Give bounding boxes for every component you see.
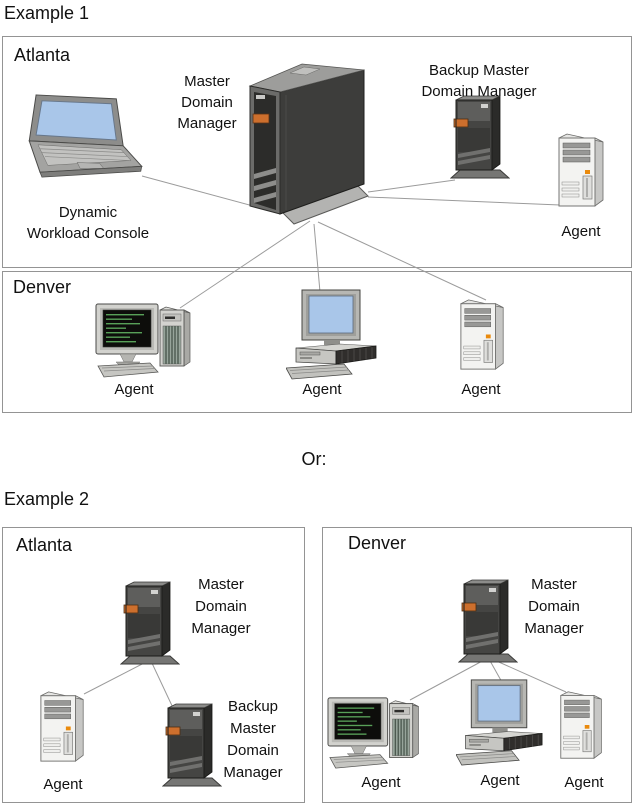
dynamic-workload-console-node <box>26 92 144 182</box>
label-line: Master <box>184 73 230 90</box>
example1-master-domain-manager-node <box>246 62 370 232</box>
label-line: Master <box>198 576 244 593</box>
tower-pc-icon <box>558 688 606 762</box>
label-line: Backup Master <box>428 62 530 79</box>
tower-pc-icon <box>556 130 608 210</box>
example1-denver-agent2-node <box>286 288 378 380</box>
example2-atlanta-master-label: Master Domain Manager <box>171 574 271 640</box>
label-line: Backup <box>227 698 279 715</box>
example2-denver-agent3-node <box>558 688 606 762</box>
tower-pc-icon <box>458 296 508 373</box>
example2-denver-agent1-node <box>326 694 432 771</box>
tower-server-icon <box>450 92 510 184</box>
example1-backup-master-label: Backup Master Domain Manager <box>398 60 560 102</box>
label-line: Manager <box>177 115 237 132</box>
label-line: Workload Console <box>26 225 150 242</box>
example1-atlanta-agent-node <box>556 130 608 210</box>
terminal-workstation-icon <box>326 694 432 771</box>
example1-title: Example 1 <box>4 3 90 23</box>
dynamic-workload-console-label: Dynamic Workload Console <box>8 202 168 244</box>
example1-master-domain-manager-label: Master Domain Manager <box>157 71 257 134</box>
example2-denver-agent1-label: Agent <box>361 774 401 791</box>
label-line: Domain <box>227 742 279 759</box>
label-line: Domain Manager <box>421 83 537 100</box>
example2-denver-agent2-label: Agent <box>480 772 520 789</box>
laptop-icon <box>26 92 144 182</box>
label-line: Manager <box>191 620 251 637</box>
example1-atlanta-agent-label: Agent <box>561 223 601 240</box>
example2-denver-master-label: Master Domain Manager <box>504 574 604 640</box>
example2-denver-agent2-node <box>456 678 544 766</box>
example1-atlanta-region-label: Atlanta <box>14 45 71 65</box>
example1-denver-agent3-label: Agent <box>461 381 501 398</box>
tower-pc-icon <box>38 688 88 765</box>
mainframe-server-icon <box>246 62 370 232</box>
example2-atlanta-region-label: Atlanta <box>16 535 73 555</box>
label-line: Master <box>531 576 577 593</box>
example1-denver-agent1-node <box>94 300 204 380</box>
terminal-workstation-icon <box>94 300 204 380</box>
label-line: Domain <box>181 94 233 111</box>
example1-denver-agent1-label: Agent <box>114 381 154 398</box>
example2-atlanta-agent-node <box>38 688 88 765</box>
label-line: Domain <box>195 598 247 615</box>
label-line: Domain <box>528 598 580 615</box>
example2-title: Example 2 <box>4 489 90 509</box>
example2-denver-agent3-label: Agent <box>564 774 604 791</box>
example2-denver-region-label: Denver <box>348 533 407 553</box>
example1-backup-master-node <box>450 92 510 184</box>
example1-denver-region-label: Denver <box>13 277 72 297</box>
desktop-computer-icon <box>456 678 544 766</box>
desktop-computer-icon <box>286 288 378 380</box>
label-line: Manager <box>524 620 584 637</box>
label-line: Manager <box>223 764 283 781</box>
example1-denver-agent2-label: Agent <box>302 381 342 398</box>
or-label: Or: <box>301 449 327 469</box>
example2-atlanta-backup-label: Backup Master Domain Manager <box>203 696 303 784</box>
example2-atlanta-agent-label: Agent <box>43 776 83 793</box>
label-line: Dynamic <box>58 204 118 221</box>
example1-denver-agent3-node <box>458 296 508 373</box>
label-line: Master <box>230 720 276 737</box>
